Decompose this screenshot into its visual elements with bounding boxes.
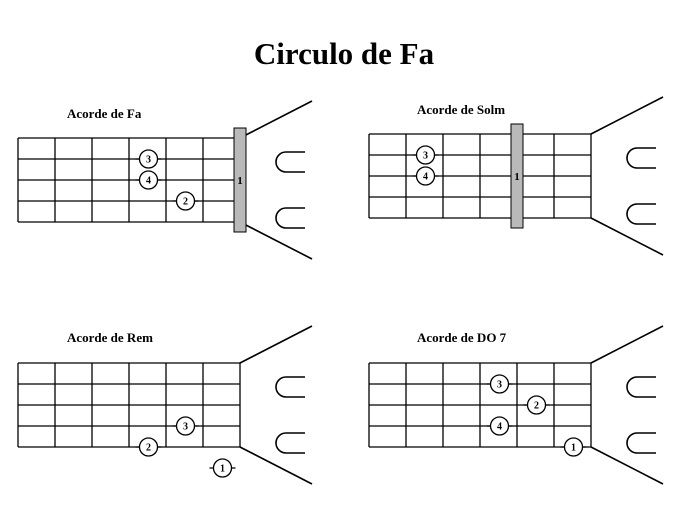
finger-circle [138, 437, 159, 457]
finger-marker: 3 [135, 149, 162, 169]
finger-circle [415, 145, 436, 165]
finger-number: 1 [571, 443, 576, 454]
finger-number: 1 [220, 464, 225, 475]
finger-circle [175, 416, 196, 436]
finger-number: 4 [423, 172, 428, 183]
finger-circle [489, 374, 510, 394]
finger-number: 3 [146, 155, 151, 166]
finger-marker: 3 [486, 374, 513, 394]
chord-diagram-4: 3 2 4 1 [368, 325, 664, 485]
chord-label-fa: Acorde de Fa [67, 106, 142, 121]
barre-label: 1 [237, 175, 243, 187]
finger-circle [415, 166, 436, 186]
barre-bar [510, 123, 524, 229]
finger-circle [489, 416, 510, 436]
tuning-peg-icon [275, 151, 305, 173]
finger-number: 2 [146, 443, 151, 454]
chord-label-rem: Acorde de Rem [67, 330, 153, 345]
finger-number: 2 [534, 401, 539, 412]
chord-diagram-2: 1 3 4 [368, 96, 664, 256]
finger-marker: 2 [135, 437, 162, 457]
finger-circle [526, 395, 547, 415]
finger-marker: 2 [523, 395, 550, 415]
headstock-edge-top [239, 100, 313, 139]
tuning-peg-icon [626, 432, 656, 454]
chord-diagram-3: 3 2 1 [17, 325, 313, 485]
headstock-edge-bottom [590, 446, 664, 485]
finger-number: 3 [183, 422, 188, 433]
finger-number: 4 [146, 176, 151, 187]
finger-marker: 1 [560, 437, 587, 457]
finger-marker: 3 [412, 145, 439, 165]
barre-bar [233, 127, 247, 233]
finger-number: 2 [183, 197, 188, 208]
finger-marker: 4 [486, 416, 513, 436]
headstock-edge-bottom [239, 446, 313, 485]
tuning-peg-icon [626, 147, 656, 169]
chord-label-solm: Acorde de Solm [417, 102, 506, 117]
finger-number: 3 [497, 380, 502, 391]
finger-number: 4 [497, 422, 502, 433]
finger-marker: 3 [172, 416, 199, 436]
tuning-peg-icon [626, 203, 656, 225]
headstock-edge-top [590, 96, 664, 135]
tuning-peg-icon [275, 432, 305, 454]
finger-circle [563, 437, 584, 457]
headstock-edge-top [590, 325, 664, 364]
barre-label: 1 [514, 171, 520, 183]
chord-label-do7: Acorde de DO 7 [417, 330, 507, 345]
finger-marker: 4 [412, 166, 439, 186]
tuning-peg-icon [275, 207, 305, 229]
finger-marker: 2 [172, 191, 199, 211]
finger-number: 3 [423, 151, 428, 162]
finger-circle [138, 170, 159, 190]
headstock-edge-bottom [239, 221, 313, 260]
finger-circle [212, 458, 233, 478]
tuning-peg-icon [626, 376, 656, 398]
tuning-peg-icon [275, 376, 305, 398]
finger-circle [175, 191, 196, 211]
chord-diagram-1: 1 3 4 2 [17, 100, 313, 260]
page-title: Circulo de Fa [253, 36, 435, 71]
finger-marker: 1 [209, 458, 236, 478]
headstock-edge-top [239, 325, 313, 364]
finger-marker: 4 [135, 170, 162, 190]
finger-circle [138, 149, 159, 169]
headstock-edge-bottom [590, 217, 664, 256]
